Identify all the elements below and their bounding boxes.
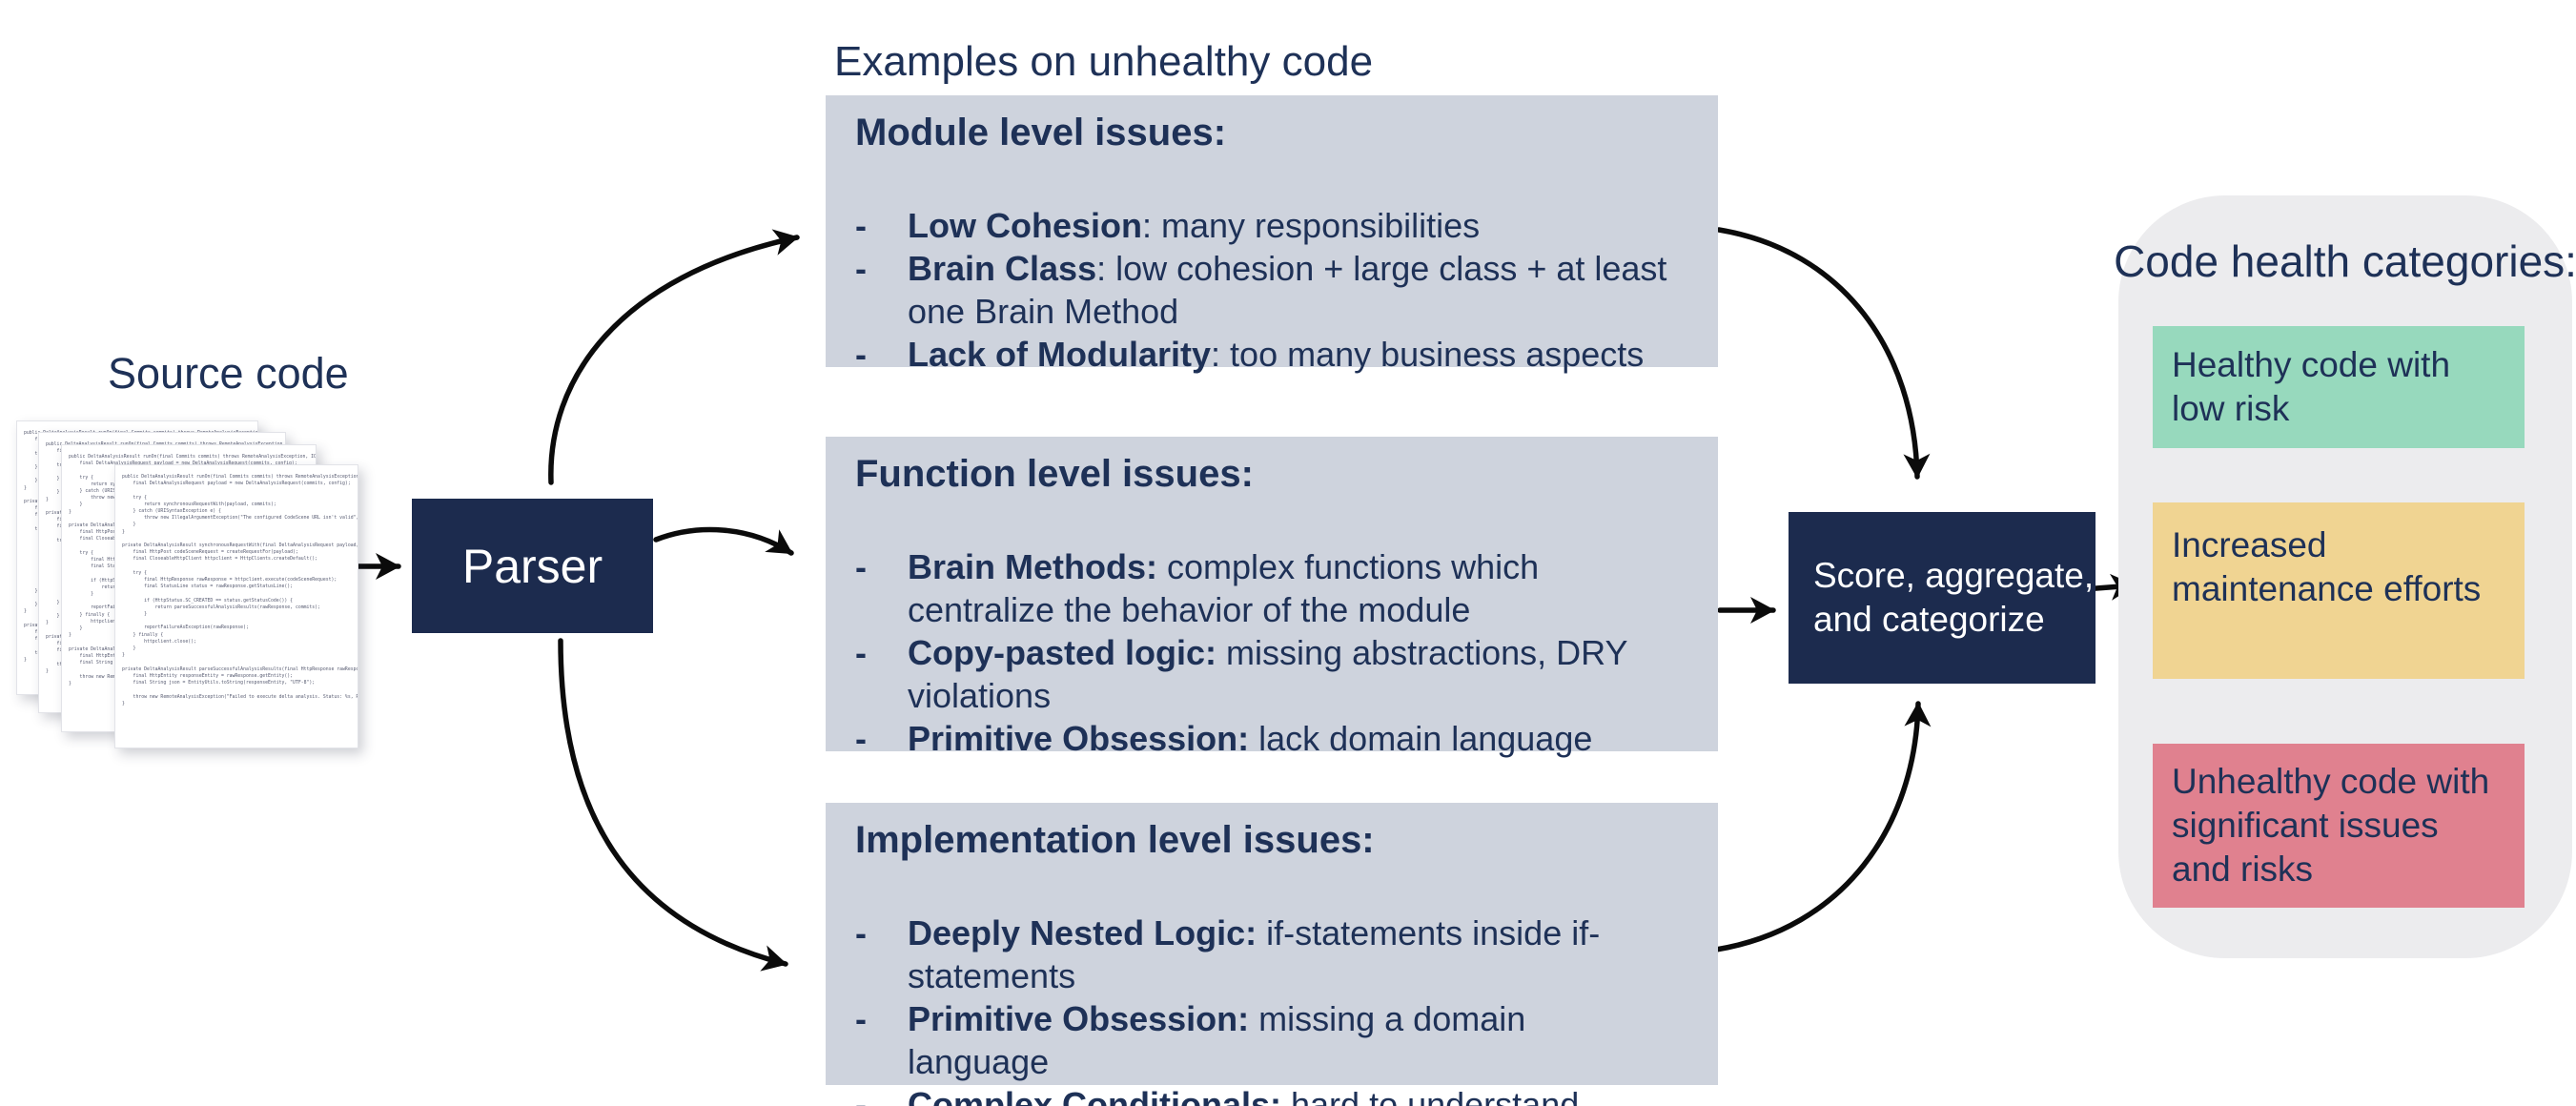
code-page: public DeltaAnalysisResult runOn(final C…	[114, 464, 358, 748]
issue-desc: : many responsibilities	[1142, 206, 1481, 245]
arrow-parser-to-module	[548, 229, 800, 485]
examples-title: Examples on unhealthy code	[834, 38, 1374, 85]
issue-desc: lack domain language	[1249, 719, 1593, 758]
list-item: - Brain Class: low cohesion + large clas…	[855, 247, 1691, 333]
bullet-dash: -	[855, 913, 867, 952]
category-label: Increased maintenance efforts	[2172, 525, 2482, 608]
bullet-dash: -	[855, 335, 867, 374]
issue-term: Complex Conditionals:	[908, 1085, 1282, 1106]
list-item: - Low Cohesion: many responsibilities	[855, 204, 1691, 247]
issue-term: Brain Class	[908, 249, 1097, 288]
implementation-issues-heading: Implementation level issues:	[855, 819, 1375, 861]
module-issues-box: Module level issues: - Low Cohesion: man…	[826, 95, 1718, 374]
issue-desc: if-statements inside if-statements	[908, 913, 1601, 995]
issue-term: Lack of Modularity	[908, 335, 1212, 374]
issue-term: Copy-pasted logic:	[908, 633, 1217, 672]
list-item: - Primitive Obsession: missing a domain …	[855, 997, 1691, 1083]
function-issues-heading: Function level issues:	[855, 453, 1254, 495]
list-item: - Lack of Modularity: too many business …	[855, 333, 1691, 376]
bullet-dash: -	[855, 1085, 867, 1106]
implementation-issues-box: Implementation level issues: - Deeply Ne…	[826, 803, 1718, 1106]
score-label-line2: and categorize	[1813, 600, 2045, 639]
issue-desc: hard to understand	[1281, 1085, 1580, 1106]
code-health-title: Code health categories:	[2114, 236, 2576, 286]
category-healthy-code: Healthy code with low risk	[2153, 326, 2525, 448]
bullet-dash: -	[855, 633, 867, 672]
code-health-panel: Code health categories: Healthy code wit…	[2114, 195, 2576, 958]
parser-label: Parser	[461, 539, 603, 593]
issue-desc: : low cohesion + large class + at least …	[908, 249, 1667, 331]
score-label-line1: Score, aggregate,	[1813, 556, 2095, 595]
issue-term: Primitive Obsession:	[908, 999, 1250, 1038]
source-code-label: Source code	[108, 349, 349, 398]
issue-desc: missing a domain language	[908, 999, 1526, 1081]
list-item: - Brain Methods: complex functions which…	[855, 545, 1691, 631]
arrow-parser-to-function	[653, 526, 794, 556]
list-item: - Deeply Nested Logic: if-statements ins…	[855, 911, 1691, 997]
arrow-implementation-to-score	[1713, 701, 1932, 952]
issue-term: Deeply Nested Logic:	[908, 913, 1257, 952]
list-item: - Copy-pasted logic: missing abstraction…	[855, 631, 1691, 717]
category-label: Healthy code with low risk	[2172, 345, 2451, 428]
bullet-dash: -	[855, 999, 867, 1038]
arrow-module-to-score	[1716, 227, 1931, 480]
category-increased-maintenance: Increased maintenance efforts	[2153, 502, 2525, 679]
bullet-dash: -	[855, 547, 867, 586]
arrow-parser-to-implementation	[558, 638, 788, 972]
score-box: Score, aggregate, and categorize	[1789, 512, 2096, 684]
issue-desc: complex functions which centralize the b…	[908, 547, 1540, 629]
list-item: - Primitive Obsession: lack domain langu…	[855, 717, 1691, 760]
function-issues-box: Function level issues: - Brain Methods: …	[826, 437, 1718, 758]
issue-desc: : too many business aspects	[1211, 335, 1645, 374]
bullet-dash: -	[855, 249, 867, 288]
module-issues-heading: Module level issues:	[855, 112, 1227, 154]
category-label: Unhealthy code with significant issues a…	[2172, 762, 2490, 889]
issue-term: Primitive Obsession:	[908, 719, 1250, 758]
issue-term: Brain Methods:	[908, 547, 1158, 586]
issue-term: Low Cohesion	[908, 206, 1142, 245]
parser-box: Parser	[412, 499, 653, 633]
list-item: - Complex Conditionals: hard to understa…	[855, 1083, 1691, 1106]
category-unhealthy-code: Unhealthy code with significant issues a…	[2153, 744, 2525, 908]
bullet-dash: -	[855, 206, 867, 245]
issue-desc: missing abstractions, DRY violations	[908, 633, 1627, 715]
code-text: public DeltaAnalysisResult runOn(final C…	[122, 475, 358, 707]
bullet-dash: -	[855, 719, 867, 758]
